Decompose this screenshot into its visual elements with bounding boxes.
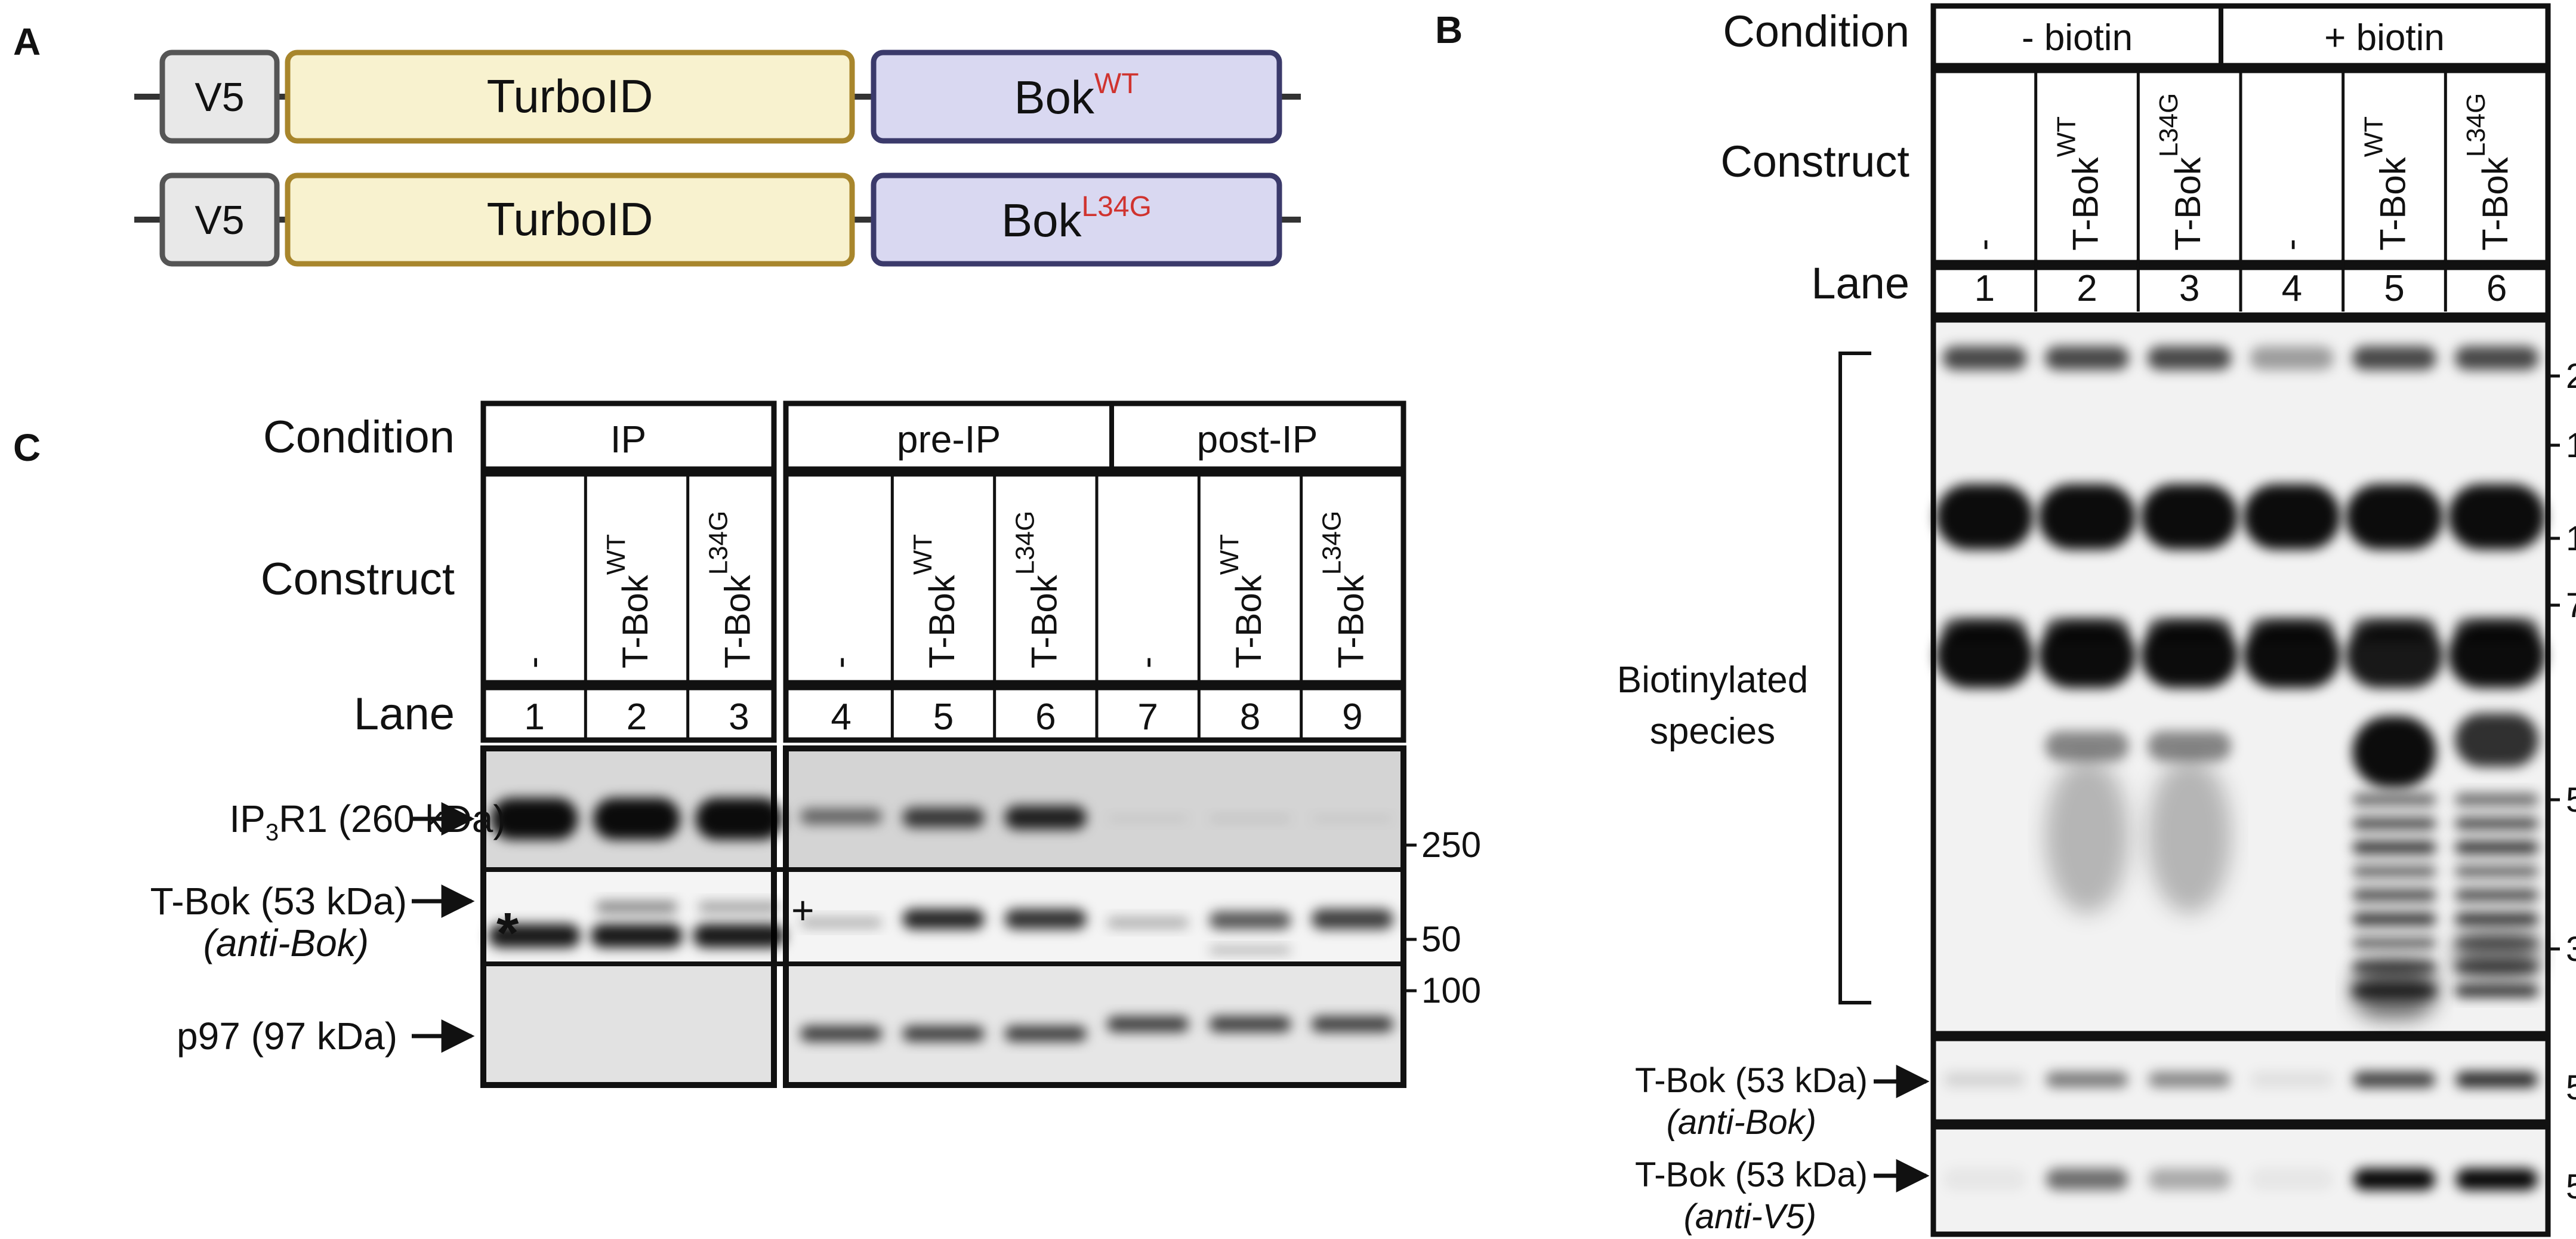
panel-b-group-plus-biotin: + biotin bbox=[2324, 17, 2445, 58]
panel-c-marker-50: 50 bbox=[1421, 919, 1461, 959]
panel-b-lane-label: Lane bbox=[1811, 258, 1909, 308]
panel-c-plus: + bbox=[791, 888, 815, 932]
construct-l34g: V5 TurboID BokL34G bbox=[134, 172, 1301, 267]
panel-b-blot2-sub: (anti-Bok) bbox=[1667, 1103, 1816, 1142]
panel-c-mw-markers: 250 50 100 bbox=[1403, 825, 1481, 1010]
panel-b-lane-5: 5 bbox=[2384, 268, 2404, 309]
panel-b-lane-4: 4 bbox=[2282, 268, 2302, 309]
v5-tag-label-l34g: V5 bbox=[195, 198, 244, 243]
panel-c-letter: C bbox=[13, 426, 41, 469]
panel-b-marker-75: 75 bbox=[2566, 586, 2576, 625]
panel-c-blots: * + bbox=[480, 745, 1406, 1088]
bok-label-l34g: BokL34G bbox=[1001, 191, 1152, 246]
panel-b-marker-150: 150 bbox=[2566, 426, 2576, 465]
panel-b-lane-columns: - 1 T-BokWT 2 T-BokL34G 3 - 4 T-BokWT 5 T-BokL34G 6 bbox=[1963, 70, 2515, 312]
panel-b-mw-markers: 250 150 100 75 50 37 bbox=[2548, 357, 2576, 969]
panel-b-marker-37: 37 bbox=[2566, 930, 2576, 969]
panel-c-lane-9: 9 bbox=[1342, 696, 1362, 738]
panel-c-construct-8: T-BokWT bbox=[1215, 534, 1269, 668]
panel-b-construct-label: Construct bbox=[1720, 137, 1909, 186]
panel-c-lane-3: 3 bbox=[729, 696, 749, 738]
panel-b-lane-3: 3 bbox=[2179, 268, 2199, 309]
panel-b-bracket-label-1: Biotinylated bbox=[1617, 659, 1809, 701]
panel-b-construct-4: - bbox=[2270, 239, 2310, 251]
bok-box-l34g bbox=[871, 172, 1282, 267]
panel-b-blot3-label: T-Bok (53 kDa) bbox=[1635, 1155, 1868, 1194]
turboid-label-l34g: TurboID bbox=[487, 193, 653, 245]
panel-c-construct-5: T-BokWT bbox=[908, 534, 962, 668]
panel-c-construct-6: T-BokL34G bbox=[1010, 511, 1064, 668]
panel-c-row1-label: IP3R1 (260 kDa) bbox=[229, 797, 505, 846]
panel-b-lane-2: 2 bbox=[2077, 268, 2097, 309]
panel-c-lane-label: Lane bbox=[354, 689, 455, 739]
panel-c-construct-3: T-BokL34G bbox=[704, 511, 757, 668]
turboid-label-wt: TurboID bbox=[487, 70, 653, 122]
panel-b-construct-2: T-BokWT bbox=[2052, 116, 2106, 251]
panel-b-marker-250: 250 bbox=[2566, 357, 2576, 396]
panel-c-lane-2: 2 bbox=[627, 696, 647, 738]
construct-wt: V5 TurboID BokWT bbox=[134, 50, 1301, 144]
panel-b-group-minus-biotin: - biotin bbox=[2022, 17, 2133, 58]
bok-label-wt: BokWT bbox=[1014, 68, 1139, 124]
panel-c-group-post-ip: post-IP bbox=[1197, 418, 1318, 461]
panel-c-construct-2: T-BokWT bbox=[601, 534, 655, 668]
panel-c-construct-9: T-BokL34G bbox=[1317, 511, 1371, 668]
panel-b-lane-6: 6 bbox=[2486, 268, 2507, 309]
panel-b-main-blot bbox=[1930, 317, 2551, 1037]
panel-c-condition-label: Condition bbox=[263, 412, 455, 463]
panel-c-lane-8: 8 bbox=[1240, 696, 1260, 738]
panel-c-row2-sub: (anti-Bok) bbox=[203, 921, 369, 964]
panel-b-blot2-marker: 50 bbox=[2566, 1068, 2576, 1107]
panel-b-blot3-marker: 50 bbox=[2566, 1167, 2576, 1206]
panel-b-marker-50: 50 bbox=[2566, 781, 2576, 819]
panel-b-condition-label: Condition bbox=[1723, 7, 1909, 56]
panel-c-marker-100: 100 bbox=[1421, 970, 1481, 1010]
v5-tag-label-wt: V5 bbox=[195, 75, 244, 120]
panel-b-construct-3: T-BokL34G bbox=[2154, 93, 2208, 251]
panel-c-lane-columns: - 1 T-BokWT 2 T-BokL34G 3 - 4 T-BokWT 5 T-BokL34G 6… bbox=[513, 474, 1371, 740]
panel-c-lane-7: 7 bbox=[1137, 696, 1158, 738]
panel-b-header: Condition Construct Lane - biotin + biot… bbox=[1720, 3, 2551, 318]
panel-c-construct-4: - bbox=[820, 657, 860, 668]
panel-b-anti-v5-blot: T-Bok (53 kDa) (anti-V5) 50 bbox=[1635, 1124, 2576, 1237]
panel-c-construct-7: - bbox=[1127, 657, 1167, 668]
panel-a-letter: A bbox=[13, 20, 41, 63]
panel-c-lane-4: 4 bbox=[831, 696, 851, 738]
panel-b-letter: B bbox=[1435, 8, 1463, 51]
panel-c-lane-5: 5 bbox=[933, 696, 954, 738]
panel-c-row2-label: T-Bok (53 kDa) bbox=[150, 880, 407, 923]
bok-box-wt bbox=[871, 50, 1282, 144]
panel-b-construct-6: T-BokL34G bbox=[2461, 93, 2515, 251]
panel-b-blot2-label: T-Bok (53 kDa) bbox=[1635, 1061, 1868, 1100]
panel-c-header: Condition Construct Lane IP pre-IP post-… bbox=[261, 400, 1406, 743]
panel-c-asterisk: * bbox=[496, 901, 519, 965]
panel-b-anti-bok-blot: T-Bok (53 kDa) (anti-Bok) 50 bbox=[1635, 1035, 2576, 1142]
panel-b-bracket: Biotinylated species bbox=[1617, 352, 1871, 1004]
panel-c-construct-1: - bbox=[513, 657, 553, 668]
panel-b-construct-1: - bbox=[1963, 239, 2003, 251]
v5-tag-box-l34g bbox=[159, 172, 280, 267]
turboid-box-l34g bbox=[285, 172, 855, 267]
panel-c-group-pre-ip: pre-IP bbox=[897, 418, 1001, 461]
turboid-box-wt bbox=[285, 50, 855, 144]
panel-b-marker-100: 100 bbox=[2566, 519, 2576, 558]
panel-b-bracket-label-2: species bbox=[1650, 711, 1775, 752]
panel-b-blot3-sub: (anti-V5) bbox=[1684, 1197, 1816, 1236]
panel-c-row3-label: p97 (97 kDa) bbox=[177, 1015, 397, 1058]
panel-b-lane-1: 1 bbox=[1975, 268, 1995, 309]
panel-c-lane-6: 6 bbox=[1035, 696, 1056, 738]
v5-tag-box-wt bbox=[159, 50, 280, 144]
panel-c-marker-250: 250 bbox=[1421, 825, 1481, 865]
panel-c-row-labels: IP3R1 (260 kDa) T-Bok (53 kDa) (anti-Bok… bbox=[150, 797, 506, 1058]
panel-b-construct-5: T-BokWT bbox=[2359, 116, 2413, 251]
panel-c-lane-1: 1 bbox=[524, 696, 544, 738]
panel-c-construct-label: Construct bbox=[261, 554, 455, 605]
panel-c-group-ip: IP bbox=[610, 418, 646, 461]
